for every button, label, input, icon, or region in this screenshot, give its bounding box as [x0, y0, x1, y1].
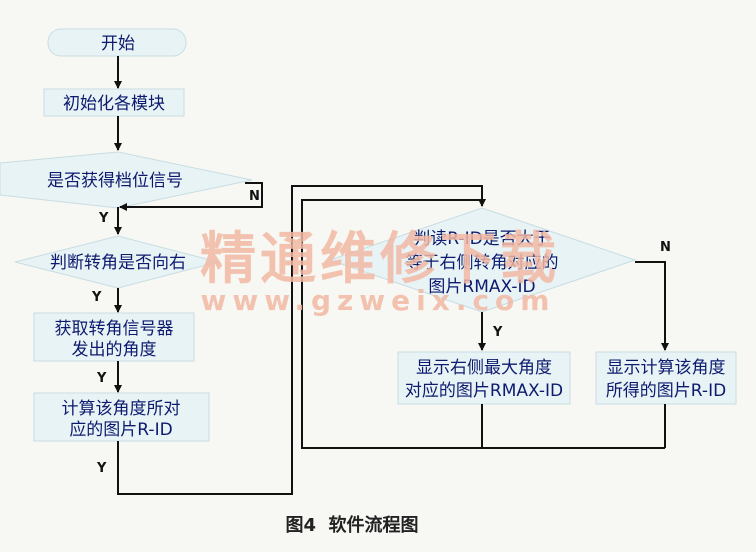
edge-label-gear-no: N [249, 189, 260, 204]
compare-label-3: 图片RMAX-ID [428, 277, 535, 297]
calc-label-1: 计算该角度所对 [62, 399, 181, 419]
gear-label: 是否获得档位信号 [47, 171, 183, 191]
connectors [114, 56, 669, 495]
init-label: 初始化各模块 [63, 94, 165, 114]
watermark-url: www.gzweix.com [201, 284, 556, 317]
show-max-box [397, 351, 571, 405]
watermark-name: 精通维修下载 [200, 227, 560, 292]
gear-decision [0, 151, 253, 209]
compare-label-1: 判读R-ID是否大于 [413, 229, 550, 249]
arrow-compare-no [635, 261, 669, 351]
turn-decision [14, 235, 220, 289]
calc-box [33, 392, 210, 442]
compare-decision [328, 207, 637, 313]
edge-label-get-yes: Y [96, 371, 107, 386]
edge-label-turn-yes: Y [91, 290, 102, 305]
turn-label: 判断转角是否向右 [50, 253, 186, 273]
get-angle-label-1: 获取转角信号器 [55, 319, 174, 339]
edge-label-calc-yes: Y [96, 461, 107, 476]
edge-label-compare-yes: Y [492, 325, 503, 340]
get-angle-box [33, 312, 195, 362]
loop-gear-no [119, 182, 263, 211]
edge-label-gear-yes: Y [98, 211, 109, 226]
get-angle-label-2: 发出的角度 [72, 340, 157, 360]
show-calc-label-1: 显示计算该角度 [607, 358, 726, 378]
show-calc-label-2: 所得的图片R-ID [606, 381, 726, 401]
line-calc-compare [117, 185, 486, 495]
calc-label-2: 应的图片R-ID [69, 420, 172, 440]
edge-label-compare-no: N [660, 240, 671, 255]
show-max-label-2: 对应的图片RMAX-ID [405, 381, 563, 401]
start-label: 开始 [101, 34, 135, 54]
init-box [43, 88, 185, 117]
show-max-label-1: 显示右侧最大角度 [416, 358, 552, 378]
line-merge-return [301, 199, 665, 449]
figure-caption: 图4 软件流程图 [285, 514, 418, 536]
compare-label-2: 等于右侧转角对应的 [406, 253, 559, 273]
